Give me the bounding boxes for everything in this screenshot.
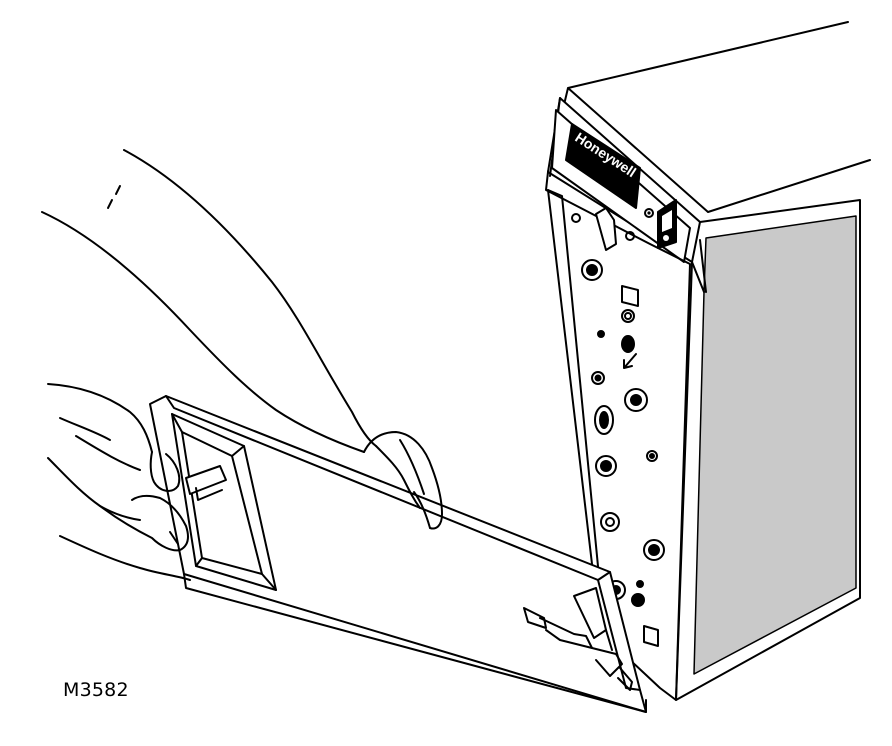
terminal-row-left — [581, 259, 626, 600]
arrow-icon — [623, 353, 637, 369]
figure-id-label: M3582 — [63, 679, 129, 701]
cover-latch — [523, 587, 633, 691]
side-panel-shade — [693, 215, 857, 675]
mounting-tab — [595, 207, 617, 251]
power-switch-icon[interactable] — [657, 199, 677, 249]
terminal-row-right — [621, 309, 665, 647]
hand-right — [41, 149, 443, 530]
cover-panel — [149, 395, 647, 713]
hand-left — [47, 383, 191, 581]
control-unit: Honeywell — [545, 21, 871, 701]
